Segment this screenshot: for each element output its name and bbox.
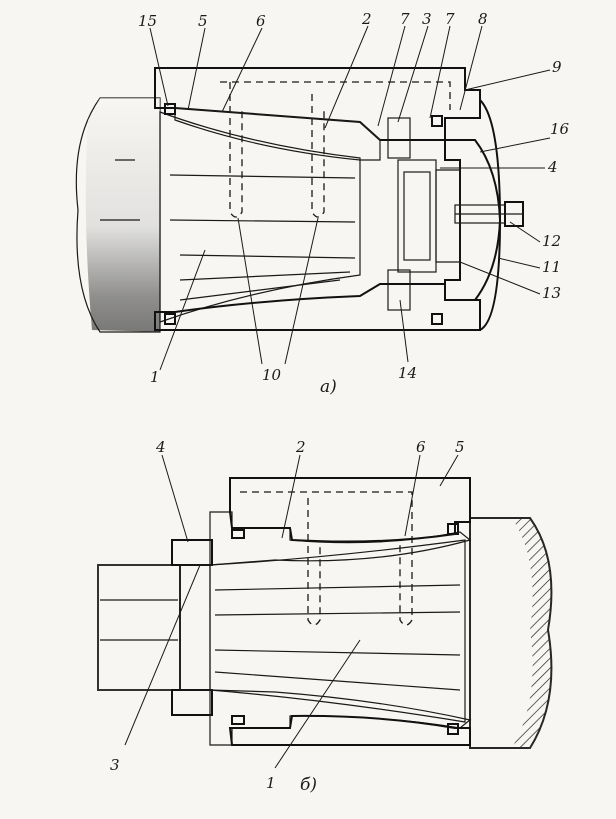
leaders-b <box>124 454 459 769</box>
figure-b: 4 2 6 5 3 1 б) <box>97 438 553 795</box>
cone-b-lines <box>214 584 461 691</box>
sleeve-b-top <box>209 511 472 566</box>
seal-b-4 <box>231 715 245 725</box>
oil-channel-drop-1 <box>229 82 243 218</box>
outer-contour-right <box>479 90 502 331</box>
figure-a: 15 5 6 2 7 3 7 8 9 16 4 12 11 13 14 10 1… <box>75 10 570 397</box>
seal-8 <box>431 115 443 127</box>
sleeve-top <box>174 107 381 161</box>
label-a-15: 15 <box>138 12 157 30</box>
inner-cap <box>435 169 461 263</box>
bearing-top <box>387 117 411 159</box>
shaft-left-b <box>97 564 181 691</box>
label-a-14: 14 <box>398 364 417 382</box>
oil-channel-a <box>220 81 451 110</box>
caption-b: б) <box>300 775 317 795</box>
label-a-2: 2 <box>361 10 372 28</box>
label-b-6: 6 <box>416 438 426 456</box>
bearing-bottom <box>387 269 411 311</box>
label-a-10: 10 <box>262 366 282 384</box>
housing-b-top <box>229 477 471 543</box>
label-a-16: 16 <box>550 120 570 138</box>
label-a-5: 5 <box>198 12 208 30</box>
cone-shading-lines <box>169 174 356 301</box>
housing-top <box>154 67 481 141</box>
label-a-12: 12 <box>542 232 561 250</box>
label-a-13: 13 <box>542 284 561 302</box>
seal-b-2 <box>447 723 459 735</box>
label-a-3: 3 <box>422 10 432 28</box>
oil-channel-b <box>240 491 413 626</box>
caption-a: а) <box>320 377 337 397</box>
collar-b <box>179 564 211 691</box>
seal-bottom-right <box>431 313 443 325</box>
label-b-1: 1 <box>266 774 276 792</box>
taper-cone <box>159 111 361 323</box>
end-cap <box>444 139 502 301</box>
oil-channel-drop-2 <box>311 94 325 218</box>
seal-15 <box>164 103 176 115</box>
label-a-11: 11 <box>542 258 561 276</box>
nut-4 <box>171 539 213 566</box>
spindle-right-b-hatch <box>512 518 552 748</box>
taper-cone-b <box>209 539 466 723</box>
labels-b: 4 2 6 5 3 1 б) <box>110 438 465 795</box>
label-b-5: 5 <box>455 438 465 456</box>
seal-b-1 <box>447 523 459 535</box>
label-b-3: 3 <box>110 756 120 774</box>
label-b-2: 2 <box>295 438 306 456</box>
label-a-7b: 7 <box>445 10 455 28</box>
label-a-6: 6 <box>256 12 266 30</box>
leaders-a <box>149 25 551 371</box>
housing-b-bottom <box>228 714 471 746</box>
label-a-9: 9 <box>552 58 562 76</box>
shaft-body <box>85 98 160 332</box>
labels-a: 15 5 6 2 7 3 7 8 9 16 4 12 11 13 14 10 1… <box>138 10 570 397</box>
label-a-8: 8 <box>478 10 488 28</box>
seal-bottom-left <box>164 313 176 325</box>
seal-b-3 <box>231 529 245 539</box>
oil-channel-b-drop <box>307 498 321 626</box>
label-a-4: 4 <box>547 158 558 176</box>
label-a-7a: 7 <box>400 10 410 28</box>
nut-4-bottom <box>171 689 213 716</box>
nut-ring-inner <box>403 171 431 261</box>
label-b-4: 4 <box>155 438 166 456</box>
label-a-1: 1 <box>150 368 160 386</box>
